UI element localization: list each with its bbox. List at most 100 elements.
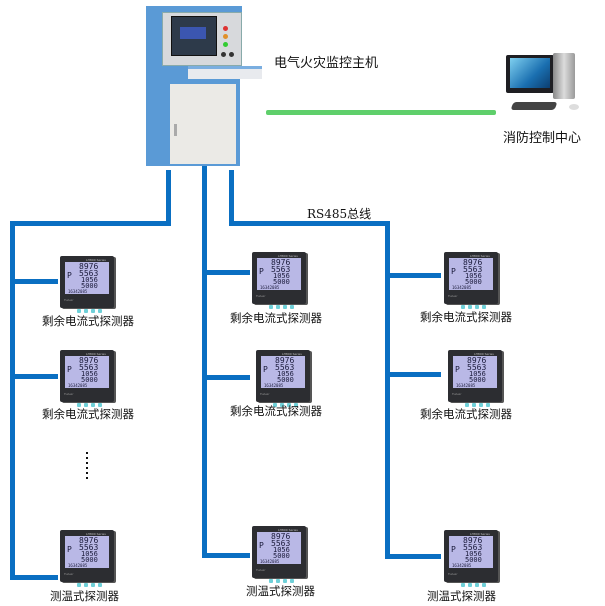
meter-buttons [77,572,105,591]
cabinet-keyboard-tray [188,66,262,79]
meter-button-icon [269,305,273,309]
meter-button-icon [91,583,95,587]
lcd-reading: 5000 [81,556,98,564]
meter-series-label: LH800 Series [86,532,106,536]
more-devices-ellipsis-icon [86,452,88,482]
meter-series-label: LH800 Series [282,352,302,356]
bus-line [166,170,171,226]
lcd-reading: 8976 [275,356,295,365]
meter-series-label: LH800 Series [278,528,298,532]
lcd-reading: 8976 [271,258,291,267]
detector-label: 测温式探测器 [246,584,315,598]
lcd-p-indicator: P [451,545,456,554]
bus-line [229,170,234,226]
meter-button-icon [280,403,284,407]
cabinet-screen-window [180,27,206,39]
bus-line [385,372,441,377]
meter-brand-label: Fuluer [64,572,74,576]
lcd-reading: 8976 [79,536,99,545]
detector-label: 剩余电流式探测器 [230,311,322,325]
lcd-p-indicator: P [67,545,72,554]
knob-icon [221,52,226,57]
meter-button-icon [468,583,472,587]
lcd-reading: 5563 [271,265,291,274]
meter-buttons [461,294,489,313]
meter-button-icon [486,403,490,407]
detector-label: 剩余电流式探测器 [230,404,322,418]
meter-buttons [269,294,297,313]
lcd-energy-reading: 16342085 [452,285,472,290]
meter-series-label: LH800 Series [278,254,298,258]
lcd-reading: 5000 [277,376,294,384]
mouse-icon [569,104,579,110]
lcd-p-indicator: P [259,267,264,276]
lcd-reading: 5000 [81,376,98,384]
meter-button-icon [91,309,95,313]
orange-indicator-icon [223,34,228,39]
meter-button-icon [461,583,465,587]
lcd-energy-reading: 16342085 [68,289,88,294]
meter-button-icon [269,579,273,583]
lcd-energy-reading: 16342085 [452,563,472,568]
meter-button-icon [84,583,88,587]
lcd-reading: 1056 [273,272,290,280]
lcd-reading: 8976 [463,258,483,267]
bus-line [202,270,250,275]
lcd-reading: 8976 [271,532,291,541]
monitor-screen-world-map-icon [510,58,550,88]
meter-button-icon [77,309,81,313]
bus-line [202,553,250,558]
detector-label: 剩余电流式探测器 [420,310,512,324]
meter-button-icon [77,583,81,587]
lcd-reading: 8976 [467,356,487,365]
meter-button-icon [98,309,102,313]
meter-button-icon [482,583,486,587]
meter-button-icon [290,305,294,309]
lcd-reading: 8976 [79,356,99,365]
lcd-reading: 5563 [271,539,291,548]
bus-line [10,221,171,226]
knob-icon [229,52,234,57]
lcd-reading: 5000 [273,552,290,560]
lcd-reading: 5000 [465,278,482,286]
meter-buttons [461,572,489,591]
meter-brand-label: Fuluer [256,294,266,298]
lcd-reading: 1056 [81,370,98,378]
lcd-reading: 5000 [469,376,486,384]
meter-button-icon [287,403,291,407]
meter-brand-label: Fuluer [64,392,74,396]
lcd-reading: 5563 [463,265,483,274]
meter-button-icon [475,583,479,587]
lcd-reading: 5563 [79,543,99,552]
meter-button-icon [84,403,88,407]
lcd-reading: 5000 [273,278,290,286]
lcd-reading: 1056 [469,370,486,378]
lcd-reading: 8976 [79,262,99,271]
meter-brand-label: Fuluer [256,568,266,572]
meter-series-label: LH800 Series [86,258,106,262]
meter-brand-label: Fuluer [260,392,270,396]
meter-button-icon [283,579,287,583]
bus-line [385,273,441,278]
network-link-line [266,110,496,115]
lcd-reading: 5000 [81,282,98,290]
meter-brand-label: Fuluer [452,392,462,396]
lcd-p-indicator: P [67,271,72,280]
meter-buttons [269,568,297,587]
detector-label: 剩余电流式探测器 [420,407,512,421]
meter-button-icon [472,403,476,407]
meter-button-icon [91,403,95,407]
lcd-reading: 1056 [465,550,482,558]
meter-series-label: LH800 Series [470,532,490,536]
red-indicator-icon [223,26,228,31]
